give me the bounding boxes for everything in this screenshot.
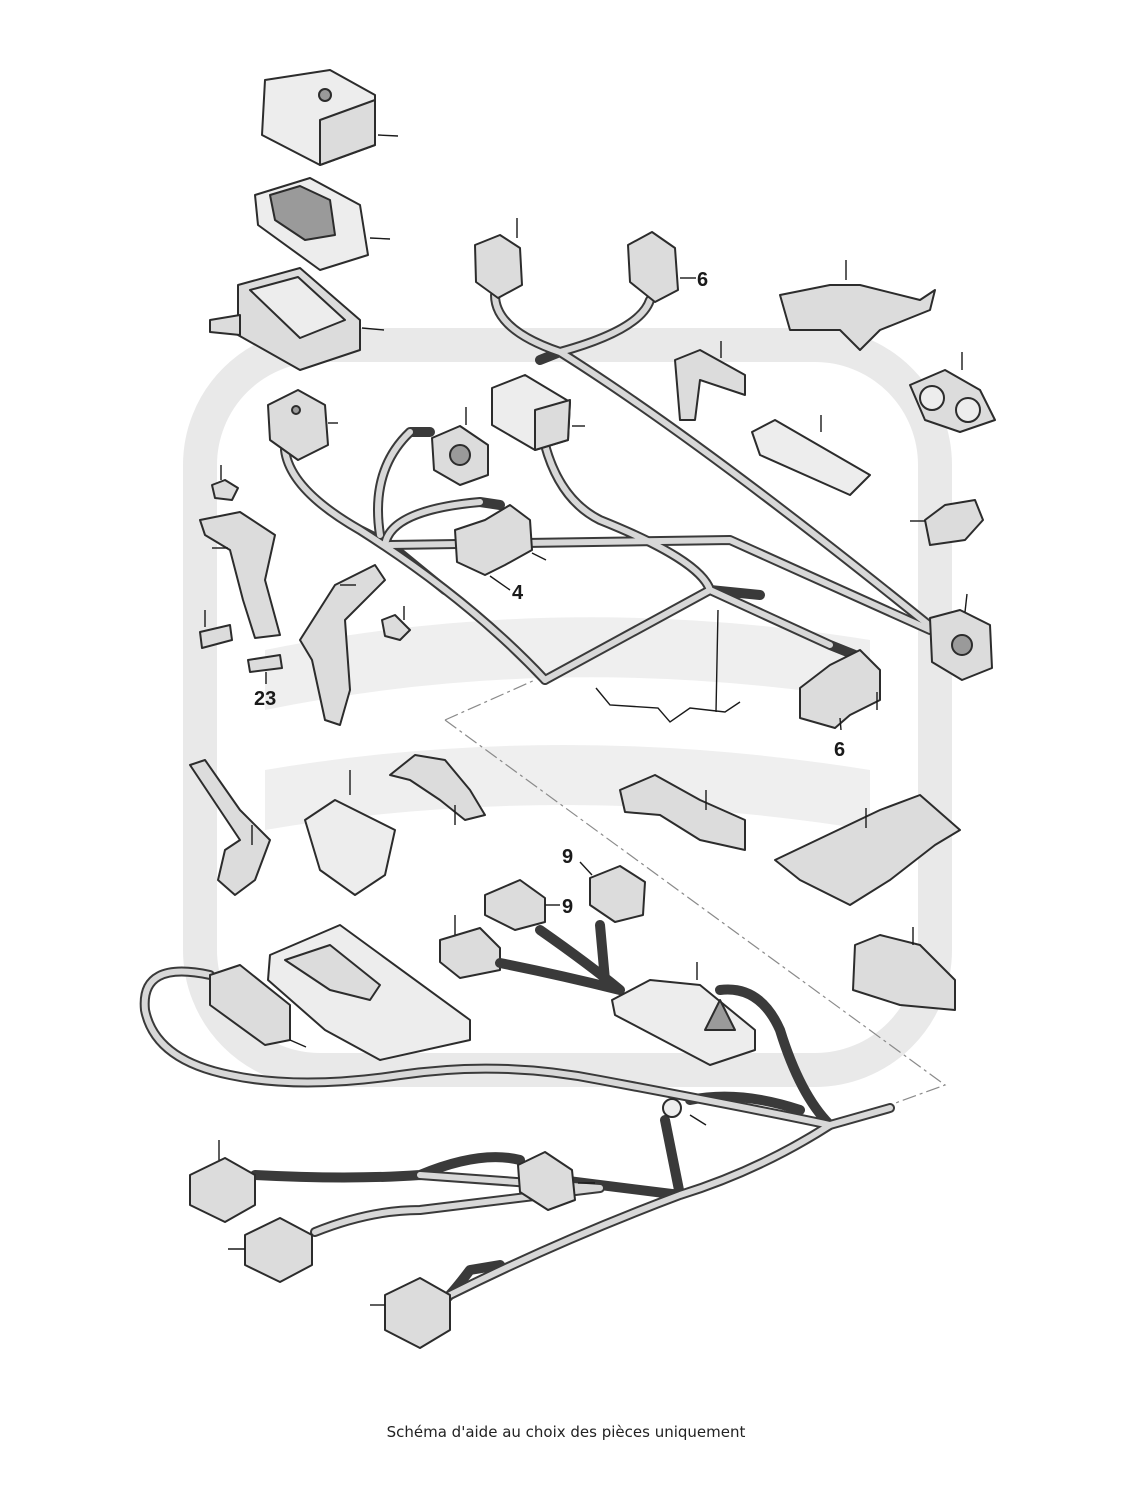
retainer-clip-center: [389, 754, 486, 825]
connector-bottom-center: [517, 1151, 595, 1211]
connector-left-round: [267, 389, 338, 461]
connector-elbow-4: 4: [454, 504, 547, 604]
lower-wiring-harness: [139, 920, 895, 1305]
callout-9-side: 9: [562, 896, 573, 918]
connector-9-top: 9: [562, 846, 646, 923]
cable-guide-bottom: [852, 927, 956, 1011]
connector-elbow-6: 6: [799, 649, 881, 761]
bracket-tab: [674, 341, 746, 421]
double-cable-clip: [909, 352, 996, 433]
relay-carrier: [254, 177, 391, 271]
callout-9-top: 9: [562, 846, 573, 868]
airbag-sensor-module: [611, 962, 756, 1066]
module-box-center: [491, 374, 585, 451]
cover-plate: [751, 415, 871, 496]
diagram-caption: Schéma d'aide au choix des pièces unique…: [386, 1423, 746, 1441]
bracket-hook-left: [189, 759, 271, 896]
ground-eyelet: [662, 1098, 707, 1126]
relay-cover: [261, 69, 399, 166]
callout-6-top: 6: [697, 269, 708, 291]
connector-top-middle: 6: [627, 231, 708, 303]
callout-4: 4: [512, 582, 524, 604]
connector-rect-left: [439, 915, 501, 979]
connector-bottom-1: [189, 1140, 256, 1223]
cable-holder-clip: [910, 499, 984, 546]
connector-9-side: 9: [484, 879, 573, 931]
upper-wiring-harness: [280, 290, 940, 685]
connector-bottom-3: [370, 1277, 451, 1349]
cable-channel: [774, 794, 961, 906]
callout-6-bottom: 6: [834, 739, 845, 761]
connector-top-left: [474, 218, 523, 299]
bracket-with-pins: [619, 774, 746, 851]
control-unit: [267, 924, 471, 1061]
pointer-lines-center: [595, 609, 741, 723]
connector-bottom-2: [228, 1217, 313, 1283]
mounting-plate: [304, 770, 396, 896]
bracket-comb: [779, 260, 936, 351]
left-bracket-assembly: 23: [199, 465, 411, 726]
assembly-boundary-line: [444, 679, 947, 1106]
connector-round-center: [431, 407, 489, 486]
connector-right-round: [929, 593, 993, 681]
callout-23: 23: [254, 688, 276, 710]
connector-strip-left: [209, 964, 307, 1048]
relay-housing: [209, 267, 385, 371]
